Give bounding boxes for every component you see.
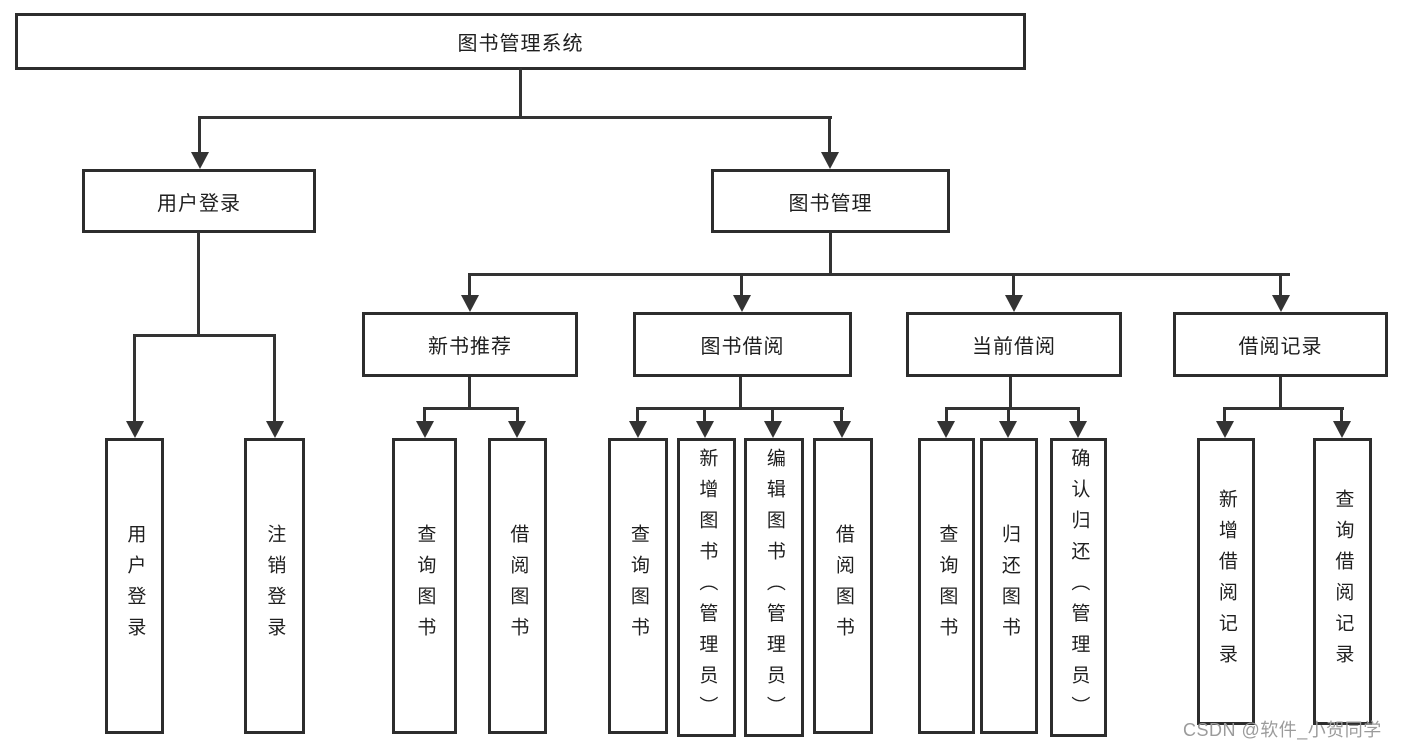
arrow-down-icon xyxy=(1216,421,1234,438)
connector-drop xyxy=(516,407,519,424)
connector-new-book-stem xyxy=(468,377,471,410)
node-library-management-system: 图书管理系统 xyxy=(15,13,1026,70)
connector-drop-book-borrow xyxy=(740,273,743,299)
leaf-return-books: 归还图书 xyxy=(980,438,1038,734)
arrow-down-icon xyxy=(1333,421,1351,438)
arrow-down-icon xyxy=(266,421,284,438)
leaf-borrow-books: 借阅图书 xyxy=(488,438,547,734)
arrow-down-icon xyxy=(937,421,955,438)
leaf-label: 新增借阅记录 xyxy=(1215,488,1237,675)
leaf-label: 确认归还（管理员） xyxy=(1068,448,1090,727)
leaf-add-books-admin: 新增图书（管理员） xyxy=(677,438,736,737)
leaf-label: 借阅图书 xyxy=(507,524,529,648)
arrow-down-icon xyxy=(733,295,751,312)
arrow-down-icon xyxy=(1005,295,1023,312)
leaf-query-books: 查询图书 xyxy=(392,438,457,734)
leaf-label: 查询借阅记录 xyxy=(1332,488,1354,675)
arrow-down-icon xyxy=(126,421,144,438)
node-label: 新书推荐 xyxy=(428,336,512,358)
arrow-down-icon xyxy=(821,152,839,169)
leaf-label: 编辑图书（管理员） xyxy=(763,448,785,727)
connector-drop-book-management xyxy=(828,116,831,156)
connector-drop-leaf-logout xyxy=(273,334,276,424)
node-book-borrowing: 图书借阅 xyxy=(633,312,852,377)
leaf-logout: 注销登录 xyxy=(244,438,305,734)
connector-borrow-records-split xyxy=(1223,407,1344,410)
leaf-user-login: 用户登录 xyxy=(105,438,164,734)
node-current-borrowing: 当前借阅 xyxy=(906,312,1122,377)
leaf-confirm-return-admin: 确认归还（管理员） xyxy=(1050,438,1107,737)
connector-root-stem xyxy=(519,68,522,119)
node-label: 图书管理 xyxy=(788,192,873,215)
leaf-label: 注销登录 xyxy=(264,524,286,648)
arrow-down-icon xyxy=(696,421,714,438)
leaf-label: 查询图书 xyxy=(414,524,436,648)
leaf-borrow-books: 借阅图书 xyxy=(813,438,873,734)
connector-drop-new-book xyxy=(468,273,471,299)
node-label: 图书借阅 xyxy=(700,336,785,358)
connector-drop xyxy=(423,407,426,424)
connector-drop xyxy=(945,407,948,424)
node-label: 图书管理系统 xyxy=(457,33,584,55)
arrow-down-icon xyxy=(833,421,851,438)
leaf-label: 新增图书（管理员） xyxy=(696,448,718,727)
connector-drop xyxy=(703,407,706,424)
leaf-query-books: 查询图书 xyxy=(608,438,668,734)
leaf-edit-books-admin: 编辑图书（管理员） xyxy=(744,438,804,737)
connector-current-borrow-stem xyxy=(1009,377,1012,410)
leaf-query-borrow-record: 查询借阅记录 xyxy=(1313,438,1372,725)
arrow-down-icon xyxy=(764,421,782,438)
connector-new-book-split xyxy=(423,407,519,410)
connector-user-login-stem xyxy=(197,232,200,337)
connector-drop xyxy=(1340,407,1343,424)
leaf-add-borrow-record: 新增借阅记录 xyxy=(1197,438,1255,725)
node-label: 借阅记录 xyxy=(1238,336,1323,358)
connector-book-management-split xyxy=(468,273,1290,276)
connector-book-borrow-stem xyxy=(739,377,742,410)
leaf-label: 归还图书 xyxy=(998,524,1020,648)
connector-drop-user-login xyxy=(198,116,201,156)
connector-user-login-split xyxy=(133,334,276,337)
connector-drop xyxy=(840,407,843,424)
leaf-label: 查询图书 xyxy=(627,524,649,648)
arrow-down-icon xyxy=(461,295,479,312)
arrow-down-icon xyxy=(999,421,1017,438)
connector-borrow-records-stem xyxy=(1279,377,1282,410)
leaf-label: 借阅图书 xyxy=(832,524,854,648)
arrow-down-icon xyxy=(1069,421,1087,438)
watermark: CSDN @软件_小贺同学 xyxy=(1183,720,1382,740)
node-book-management: 图书管理 xyxy=(711,169,950,233)
connector-book-management-stem xyxy=(829,232,832,276)
connector-drop-current-borrow xyxy=(1012,273,1015,299)
connector-drop xyxy=(1077,407,1080,424)
connector-drop xyxy=(1007,407,1010,424)
connector-book-borrow-split xyxy=(636,407,844,410)
node-user-login: 用户登录 xyxy=(82,169,316,233)
leaf-label: 查询图书 xyxy=(936,524,958,648)
connector-drop-leaf-user-login xyxy=(133,334,136,424)
connector-drop xyxy=(1223,407,1226,424)
connector-root-split xyxy=(198,116,832,119)
connector-current-borrow-split xyxy=(945,407,1080,410)
connector-drop xyxy=(771,407,774,424)
node-borrowing-records: 借阅记录 xyxy=(1173,312,1388,377)
node-label: 当前借阅 xyxy=(972,336,1056,358)
leaf-label: 用户登录 xyxy=(124,524,146,648)
arrow-down-icon xyxy=(191,152,209,169)
arrow-down-icon xyxy=(1272,295,1290,312)
node-label: 用户登录 xyxy=(157,192,241,215)
node-new-book-recommendation: 新书推荐 xyxy=(362,312,578,377)
leaf-query-books: 查询图书 xyxy=(918,438,975,734)
arrow-down-icon xyxy=(416,421,434,438)
arrow-down-icon xyxy=(629,421,647,438)
arrow-down-icon xyxy=(508,421,526,438)
connector-drop xyxy=(636,407,639,424)
connector-drop-borrow-records xyxy=(1279,273,1282,299)
